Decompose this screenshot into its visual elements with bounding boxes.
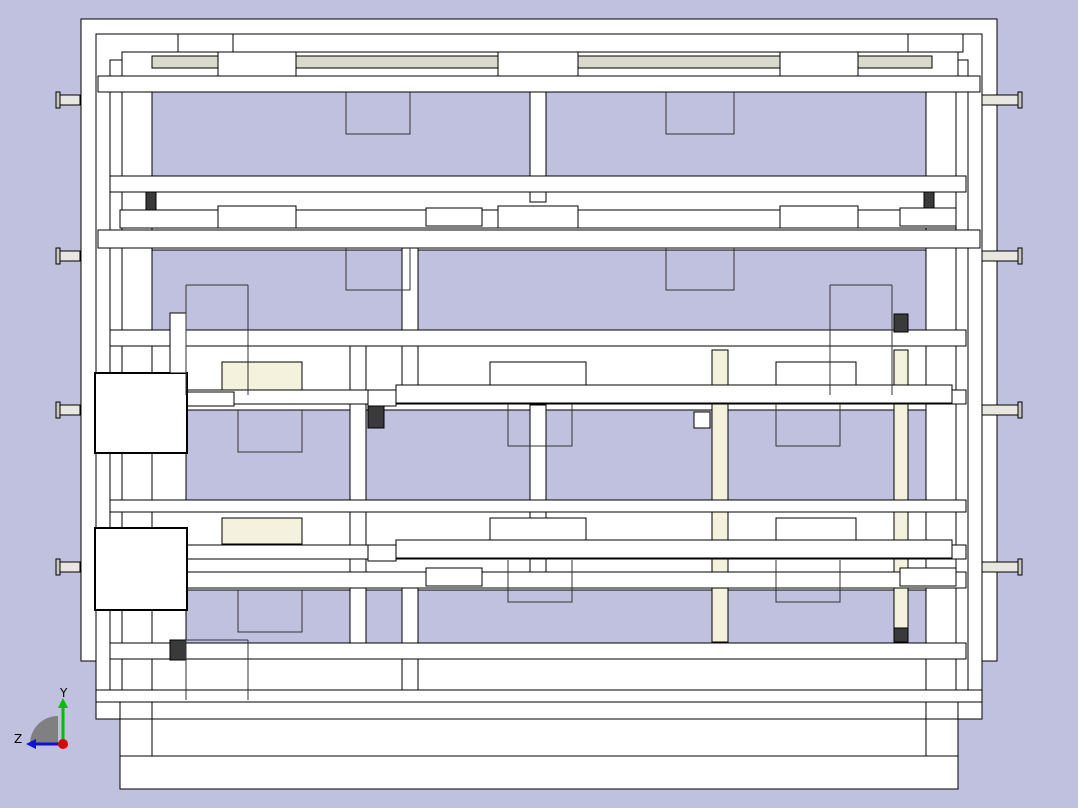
hanger-rod — [185, 639, 249, 700]
housing-upper — [94, 372, 188, 454]
shelf-1-bar — [97, 75, 981, 93]
z-axis-head — [26, 739, 36, 749]
shelf-3-arm — [185, 391, 235, 407]
triad-quarter-disc — [30, 716, 58, 744]
top-clamp-right — [907, 33, 964, 53]
frame-geometry — [80, 18, 998, 790]
shelf-1-shadow-left — [145, 191, 157, 211]
shelf-1-shadow-right — [923, 191, 935, 211]
rail-mid-upper — [109, 329, 967, 347]
housing-upper-mount — [169, 312, 187, 374]
shelf-3-coupler — [367, 389, 397, 407]
hanger-hook — [237, 410, 303, 453]
hanger-hook — [775, 404, 841, 447]
bolt — [55, 401, 81, 419]
shelf-4-top-bar — [395, 539, 953, 559]
hanger-hook — [665, 248, 735, 291]
shelf-3-top-bar — [395, 384, 953, 404]
hanger-hook — [345, 92, 411, 135]
hanger-hook — [345, 248, 411, 291]
shelf-3-ivory-block — [221, 361, 303, 391]
hanger-hook — [507, 560, 573, 603]
panel-row-4 — [185, 589, 933, 646]
hanger-rod — [829, 284, 893, 395]
shelf-2-clamp-right — [899, 207, 957, 227]
shelf-4-coupler — [367, 544, 397, 562]
hanger-hook — [237, 590, 303, 633]
base-rail — [119, 755, 959, 790]
hanger-rod — [185, 284, 249, 395]
post-right-outer — [955, 59, 969, 701]
shelf-4-clamp — [425, 567, 483, 587]
shelf-3-small-block — [693, 411, 711, 429]
shelf-1-brackets — [217, 51, 859, 77]
bolt — [55, 247, 81, 265]
y-axis-head — [58, 698, 68, 708]
rail-lower — [109, 642, 967, 660]
housing-lower — [94, 527, 188, 611]
x-axis-dot — [58, 739, 68, 749]
rail-upper — [109, 175, 967, 193]
shelf-4-ivory-block — [221, 517, 303, 545]
axis-triad: Y Z — [14, 686, 68, 749]
shelf-2-bar — [97, 229, 981, 249]
rail-bottom — [95, 689, 983, 703]
bolt — [981, 91, 1023, 109]
bolt — [981, 401, 1023, 419]
hanger-hook — [507, 404, 573, 447]
shelf-4-brackets — [489, 517, 857, 541]
right-dark-block-1 — [893, 313, 909, 333]
side-bolts — [55, 91, 1023, 576]
right-dark-block-2 — [893, 627, 909, 643]
rail-mid-lower — [109, 499, 967, 513]
hanger-hook — [775, 560, 841, 603]
shelf-2-clamp — [425, 207, 483, 227]
z-axis-label: Z — [14, 732, 22, 746]
bolt — [55, 558, 81, 576]
shelf-2-brackets — [217, 205, 859, 229]
bolt — [981, 247, 1023, 265]
shelf-3-shadow — [367, 403, 385, 429]
ivory-post — [711, 349, 729, 643]
bolt — [55, 91, 81, 109]
panel-row-3 — [185, 409, 933, 501]
hanger-hooks — [185, 92, 893, 700]
housing-lower-shadow — [169, 639, 187, 661]
hanger-hook — [665, 92, 735, 135]
shelf-4-clamp-right — [899, 567, 957, 587]
shelf-3-brackets — [489, 361, 857, 386]
top-clamp-left — [177, 33, 234, 53]
bolt — [981, 558, 1023, 576]
shelf-4-lower-bar — [185, 571, 967, 589]
y-axis-label: Y — [59, 686, 68, 700]
panel-row-2 — [151, 249, 933, 331]
